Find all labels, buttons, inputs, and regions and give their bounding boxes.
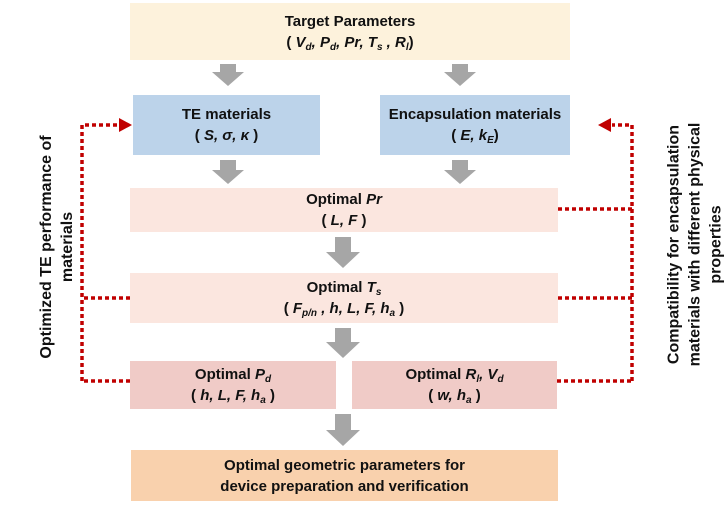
target-parameters-variables: ( Vd, Pd, Pr, Ts , Rl) bbox=[286, 33, 414, 53]
arrow-encapsulation-to-pr bbox=[444, 160, 476, 184]
right-dotted-vertical bbox=[612, 123, 634, 381]
optimal-pr-title: Optimal Pr bbox=[306, 191, 382, 208]
optimal-rl-vd-title: Optimal Rl, Vd bbox=[405, 366, 504, 385]
final-line-1: Optimal geometric parameters for bbox=[224, 456, 465, 474]
right-feedback-arrowhead bbox=[598, 118, 611, 132]
optimal-pd-box: Optimal Pd ( h, L, F, ha ) bbox=[130, 361, 336, 409]
arrow-to-final bbox=[326, 414, 360, 446]
arrow-te-to-pr bbox=[212, 160, 244, 184]
optimal-geometric-parameters-box: Optimal geometric parameters for device … bbox=[131, 450, 558, 501]
optimal-ts-box: Optimal Ts ( Fp/n , h, L, F, ha ) bbox=[130, 273, 558, 323]
left-dotted-vertical bbox=[80, 123, 120, 381]
arrow-pr-to-ts bbox=[326, 237, 360, 268]
final-line-2: device preparation and verification bbox=[220, 477, 469, 495]
optimal-ts-title: Optimal Ts bbox=[306, 279, 382, 298]
te-materials-variables: ( S, σ, κ ) bbox=[194, 127, 259, 144]
flow-arrows bbox=[212, 64, 476, 446]
encapsulation-materials-variables: ( E, kE) bbox=[451, 127, 499, 146]
feedback-dotted-lines bbox=[80, 123, 634, 383]
encapsulation-materials-box: Encapsulation materials ( E, kE) bbox=[380, 95, 570, 155]
optimal-rl-vd-box: Optimal Rl, Vd ( w, ha ) bbox=[352, 361, 557, 409]
arrow-ts-to-pd-rl bbox=[326, 328, 360, 358]
target-parameters-box: Target Parameters ( Vd, Pd, Pr, Ts , Rl) bbox=[130, 3, 570, 60]
optimal-pd-variables: ( h, L, F, ha ) bbox=[191, 387, 275, 406]
arrow-target-to-encapsulation bbox=[444, 64, 476, 86]
te-materials-title: TE materials bbox=[181, 106, 272, 123]
te-materials-box: TE materials ( S, σ, κ ) bbox=[133, 95, 320, 155]
optimal-ts-variables: ( Fp/n , h, L, F, ha ) bbox=[283, 300, 405, 319]
optimal-pd-title: Optimal Pd bbox=[194, 366, 272, 385]
arrow-target-to-te bbox=[212, 64, 244, 86]
left-feedback-arrowhead bbox=[119, 118, 132, 132]
encapsulation-materials-title: Encapsulation materials bbox=[388, 106, 562, 123]
optimal-pr-variables: ( L, F ) bbox=[321, 212, 367, 229]
optimal-pr-box: Optimal Pr ( L, F ) bbox=[130, 188, 558, 232]
target-parameters-title: Target Parameters bbox=[284, 12, 416, 30]
optimal-rl-vd-variables: ( w, ha ) bbox=[428, 387, 481, 406]
